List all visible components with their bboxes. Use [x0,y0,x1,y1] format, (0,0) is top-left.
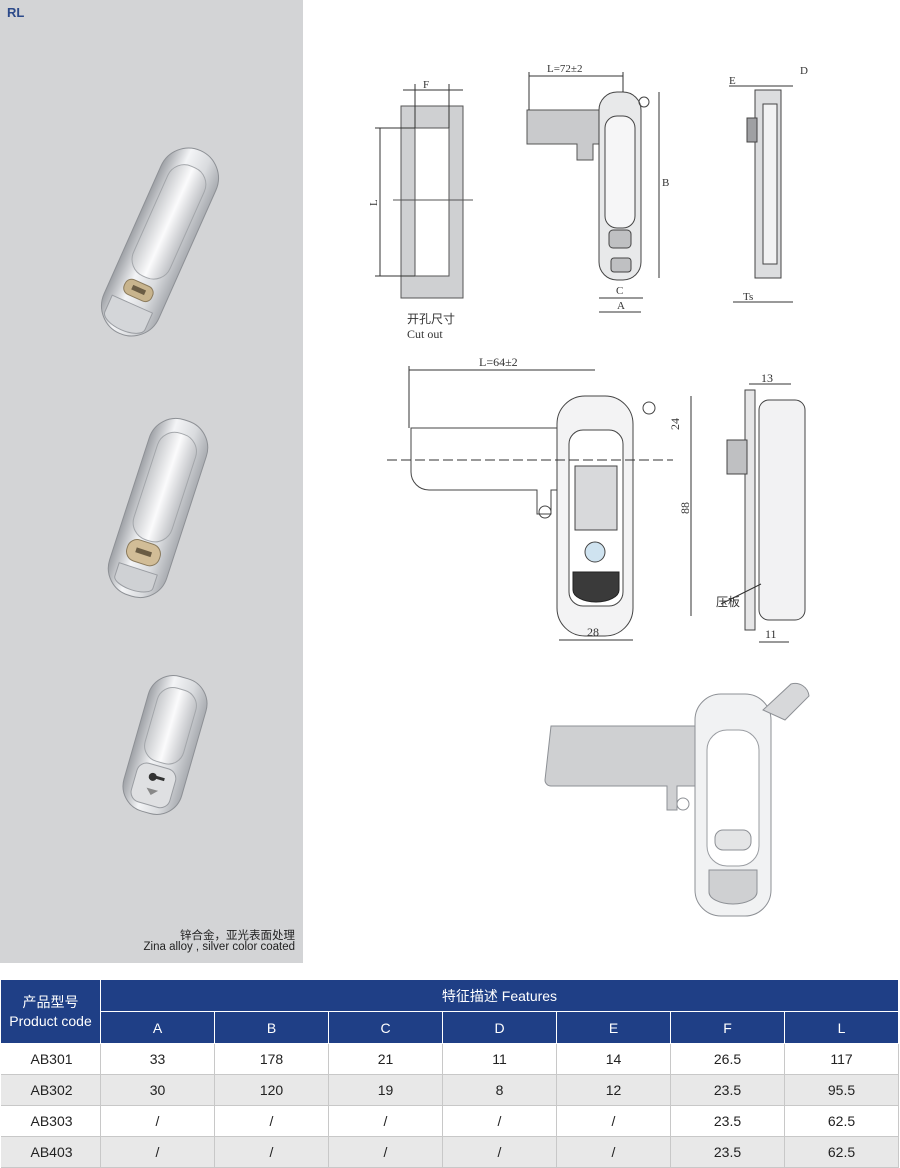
column-header-e: E [556,1011,671,1044]
value-cell-c: 21 [328,1043,443,1075]
value-cell-l: 62.5 [784,1136,899,1168]
product-code-cell: AB403 [0,1136,101,1168]
column-header-a: A [100,1011,215,1044]
value-cell-f: 26.5 [670,1043,785,1075]
front-view-drawing: L=72±2 B C A [526,63,669,313]
dim-11: 11 [765,627,777,641]
product-photo-panel: RL [0,0,303,963]
pressure-plate-label: 压板 [716,595,740,609]
product-code-header: 产品型号 Product code [0,979,101,1044]
dim-A: A [617,300,625,312]
dim-D: D [800,65,808,77]
side-view-drawing-2: 13 11 压板 [716,371,806,643]
value-cell-f: 23.5 [670,1105,785,1137]
column-header-d: D [442,1011,557,1044]
dim-Ts: Ts [743,291,753,303]
side-view-drawing: E D Ts [729,65,808,303]
dim-24: 24 [668,418,682,430]
value-cell-d: / [442,1136,557,1168]
cutout-drawing: F L 开孔尺寸 Cut out [368,79,473,341]
column-header-f: F [670,1011,785,1044]
value-cell-a: / [100,1136,215,1168]
lock-photo-1 [101,147,219,337]
value-cell-f: 23.5 [670,1136,785,1168]
features-header: 特征描述 Features [100,979,899,1012]
lock-photo-3 [122,675,208,815]
value-cell-l: 62.5 [784,1105,899,1137]
value-cell-l: 95.5 [784,1074,899,1106]
column-header-c: C [328,1011,443,1044]
value-cell-c: / [328,1136,443,1168]
value-cell-d: 11 [442,1043,557,1075]
lock-3d-render [544,682,810,917]
dim-L64: L=64±2 [479,355,518,369]
technical-drawings: F L 开孔尺寸 Cut out L=72±2 B C A [303,0,900,963]
dim-28: 28 [587,625,599,639]
lock-photo-2 [107,418,209,598]
dim-E: E [729,75,736,87]
product-code-cell: AB302 [0,1074,101,1106]
product-photos [101,147,219,815]
value-cell-e: 14 [556,1043,671,1075]
product-code-header-zh: 产品型号 [22,993,79,1010]
dim-L72: L=72±2 [547,63,582,75]
product-code-cell: AB303 [0,1105,101,1137]
value-cell-c: 19 [328,1074,443,1106]
cutout-label-zh: 开孔尺寸 [407,312,455,326]
value-cell-a: / [100,1105,215,1137]
product-code-cell: AB301 [0,1043,101,1075]
material-note-en: Zina alloy , silver color coated [143,941,295,953]
dim-C: C [616,285,623,297]
column-header-b: B [214,1011,329,1044]
dim-13: 13 [761,371,773,385]
value-cell-f: 23.5 [670,1074,785,1106]
value-cell-e: / [556,1136,671,1168]
value-cell-a: 30 [100,1074,215,1106]
cutout-label-en: Cut out [407,327,443,341]
value-cell-l: 117 [784,1043,899,1075]
value-cell-b: / [214,1136,329,1168]
value-cell-b: 120 [214,1074,329,1106]
value-cell-e: 12 [556,1074,671,1106]
dim-88: 88 [678,502,692,514]
material-note-zh: 锌合金，亚光表面处理 [180,930,295,942]
value-cell-e: / [556,1105,671,1137]
corner-label: RL [7,5,25,20]
dim-B: B [662,177,669,189]
value-cell-d: / [442,1105,557,1137]
value-cell-b: 178 [214,1043,329,1075]
value-cell-b: / [214,1105,329,1137]
value-cell-d: 8 [442,1074,557,1106]
product-code-header-en: Product code [9,1012,92,1029]
dim-F: F [423,79,429,91]
front-view-drawing-2: L=64±2 24 88 28 [387,355,692,641]
value-cell-a: 33 [100,1043,215,1075]
value-cell-c: / [328,1105,443,1137]
dim-L: L [368,199,380,206]
column-header-l: L [784,1011,899,1044]
